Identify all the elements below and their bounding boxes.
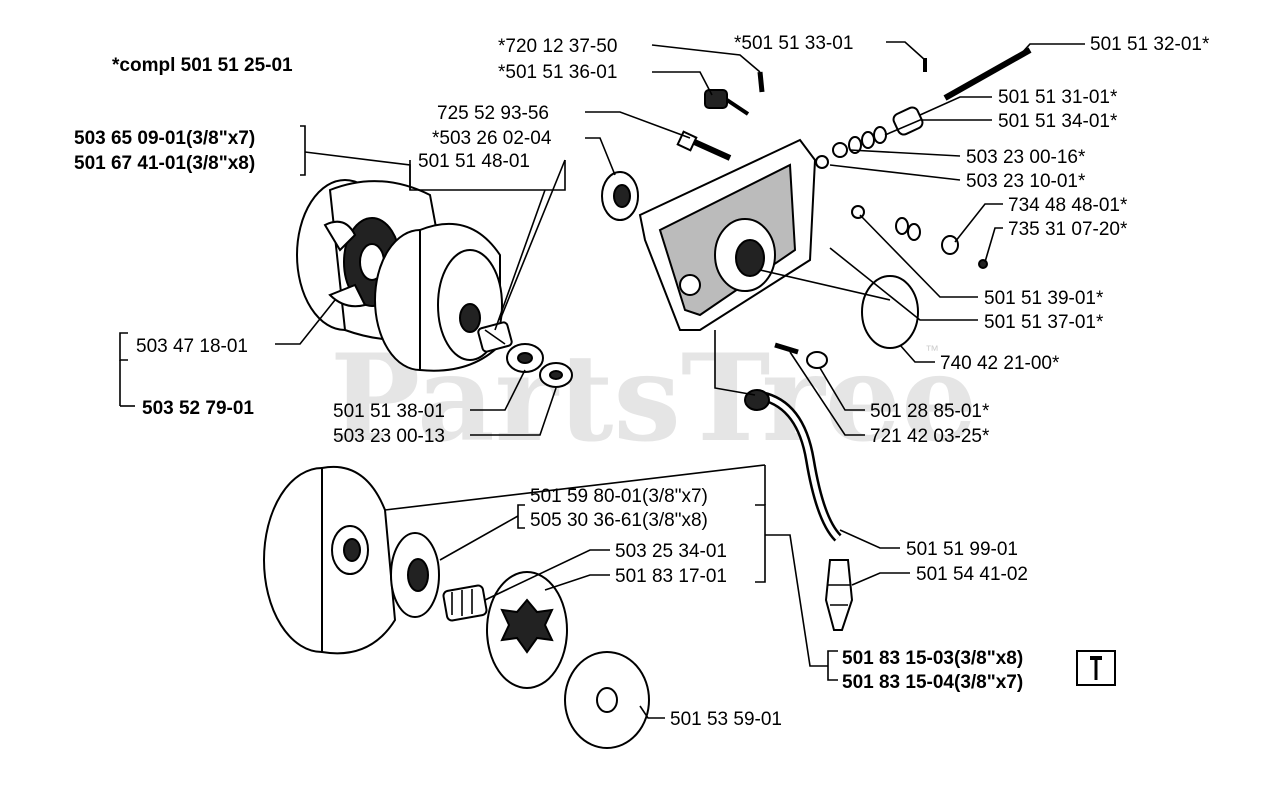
oil-pump-housing-drawing (638, 138, 817, 331)
watermark-trademark: ™ (925, 342, 939, 358)
part-label-501-51-34-01: 501 51 34-01* (998, 111, 1118, 132)
part-label-503-25-34-01: 503 25 34-01 (615, 541, 727, 562)
part-label-503-23-00-16: 503 23 00-16* (966, 147, 1086, 168)
part-label-501-51-48-01: 501 51 48-01 (418, 151, 530, 172)
part-label-503-23-00-13: 503 23 00-13 (333, 426, 445, 447)
part-label-501-51-32-01: 501 51 32-01* (1090, 34, 1210, 55)
washer-drawing (506, 343, 573, 388)
part-label-503-23-10-01: 503 23 10-01* (966, 171, 1086, 192)
o-ring-drawing (861, 275, 919, 349)
hose-connector-drawing (824, 559, 854, 631)
part-label-721-42-03-25: 721 42 03-25* (870, 426, 990, 447)
large-washer-drawing (564, 651, 650, 749)
part-label-735-31-07-20: 735 31 07-20* (1008, 219, 1128, 240)
part-label-501-51-39-01: 501 51 39-01* (984, 288, 1104, 309)
part-label-505-30-36-61: 505 30 36-61(3/8"x8) (530, 510, 708, 531)
part-label-503-47-18-01: 503 47 18-01 (136, 336, 248, 357)
part-label-501-59-80-01: 501 59 80-01(3/8"x7) (530, 486, 708, 507)
assembly-note: *compl 501 51 25-01 (112, 55, 293, 76)
part-label-501-54-41-02: 501 54 41-02 (916, 564, 1028, 585)
part-label-734-48-48-01: 734 48 48-01* (1008, 195, 1128, 216)
needle-bearing-drawing (477, 321, 513, 353)
part-label-501-83-17-01: 501 83 17-01 (615, 566, 727, 587)
part-label-501-83-15-04: 501 83 15-04(3/8"x7) (842, 672, 1023, 693)
part-label-501-51-37-01: 501 51 37-01* (984, 312, 1104, 333)
part-label-725-52-93-56: 725 52 93-56 (437, 103, 549, 124)
part-label-501-51-99-01: 501 51 99-01 (906, 539, 1018, 560)
part-label-503-65-09-01: 503 65 09-01(3/8"x7) (74, 128, 255, 149)
valve-drawing (704, 89, 750, 116)
part-label-501-51-38-01: 501 51 38-01 (333, 401, 445, 422)
lower-needle-bearing-drawing (442, 584, 488, 622)
part-label-501-28-85-01: 501 28 85-01* (870, 401, 990, 422)
part-label-501-67-41-01: 501 67 41-01(3/8"x8) (74, 153, 255, 174)
pin-drawing (757, 71, 765, 93)
spring-set-drawing (815, 126, 988, 269)
part-label-501-51-31-01: 501 51 31-01* (998, 87, 1118, 108)
rim-sprocket-drawing (390, 532, 440, 618)
leader-lines (119, 41, 1085, 719)
part-label-501-83-15-03: 501 83 15-03(3/8"x8) (842, 648, 1023, 669)
part-label-740-42-21-00: 740 42 21-00* (940, 353, 1060, 374)
part-label-501-51-36-01: *501 51 36-01 (498, 62, 617, 83)
seal-ring-drawing (601, 171, 639, 221)
sprocket-drum-drawing (263, 465, 397, 655)
spur-sprocket-drawing (486, 571, 568, 689)
part-label-720-12-37-50: *720 12 37-50 (498, 36, 617, 57)
screw-drawing (676, 130, 732, 161)
part-label-503-52-79-01: 503 52 79-01 (142, 398, 254, 419)
part-label-501-53-59-01: 501 53 59-01 (670, 709, 782, 730)
part-label-501-51-33-01: *501 51 33-01 (734, 33, 853, 54)
part-label-503-26-02-04: *503 26 02-04 (432, 128, 552, 149)
tool-icon (1076, 650, 1116, 686)
adjust-screw-drawing (774, 342, 828, 369)
